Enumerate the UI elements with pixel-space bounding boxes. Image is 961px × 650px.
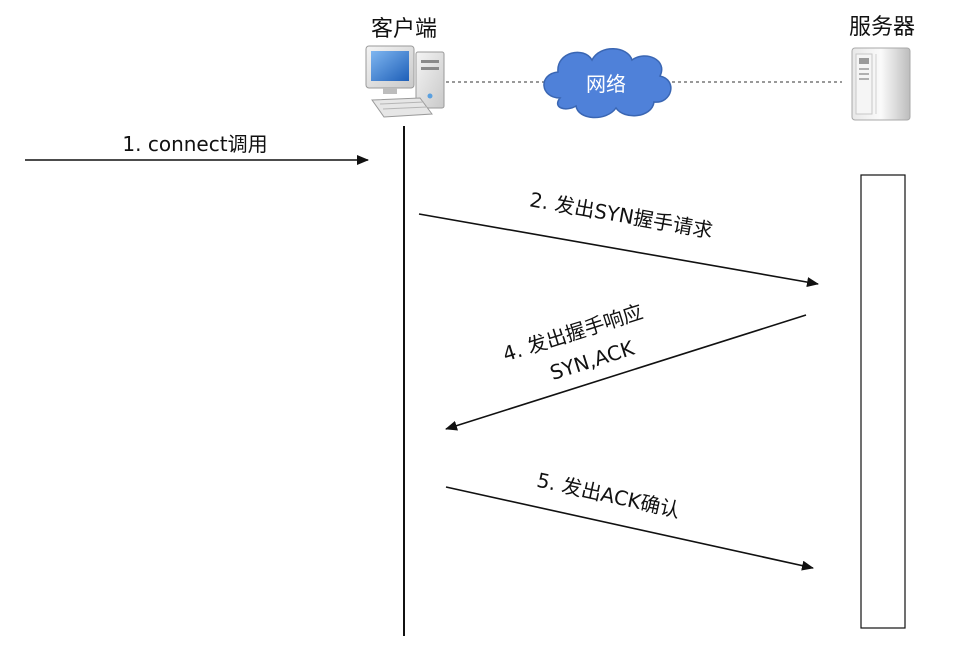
message-label-2: 2. 发出SYN握手请求 bbox=[528, 187, 715, 243]
message-arrow-4 bbox=[445, 314, 807, 431]
server-tower-icon bbox=[848, 40, 920, 124]
message-label-5: 5. 发出ACK确认 bbox=[535, 468, 683, 523]
desktop-computer-icon bbox=[365, 45, 445, 118]
message-label-1: 1. connect调用 bbox=[122, 132, 267, 156]
client-label: 客户端 bbox=[371, 17, 437, 42]
server-label: 服务器 bbox=[849, 15, 915, 40]
cloud-icon bbox=[543, 48, 672, 119]
server-activation-box bbox=[860, 174, 906, 629]
message-arrow-2 bbox=[418, 213, 819, 288]
network-label: 网络 bbox=[586, 72, 626, 96]
message-arrow-5 bbox=[445, 486, 814, 571]
